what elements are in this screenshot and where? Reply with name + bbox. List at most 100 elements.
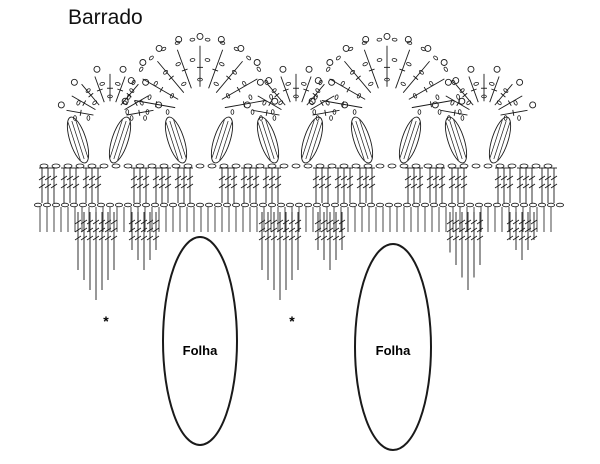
chain-stitch (340, 203, 347, 207)
chain-stitch (376, 203, 383, 207)
chain-stitch (340, 164, 348, 168)
chain-stitch (160, 203, 167, 207)
chain-stitch (88, 164, 96, 168)
chain-stitch (493, 203, 500, 207)
chain-stitch (151, 203, 158, 207)
petal-group (441, 115, 471, 166)
chain-stitch (64, 164, 72, 168)
leaf-label-left: Folha (183, 343, 218, 358)
chain-stitch (232, 203, 239, 207)
chain-stitch (232, 164, 240, 168)
chain-stitch (292, 164, 300, 168)
chain-stitch (136, 164, 144, 168)
chain-stitch (295, 203, 302, 207)
stitch-column (335, 168, 353, 203)
chain-stitch (268, 203, 275, 207)
marker-asterisk-right: * (289, 313, 295, 329)
fringe-group (507, 212, 537, 260)
chain-stitch (556, 203, 563, 207)
stitch-column (539, 168, 557, 203)
stitch-column (313, 168, 331, 203)
chain-stitch (169, 203, 176, 207)
chain-stitch (400, 164, 408, 168)
chain-stitch (88, 203, 95, 207)
chain-stitch (100, 164, 108, 168)
stitch-column (517, 168, 535, 203)
chain-stitch (466, 203, 473, 207)
chain-stitch (358, 203, 365, 207)
chain-stitch (142, 203, 149, 207)
stitch-column (219, 168, 237, 203)
chain-stitch (547, 203, 554, 207)
chain-stitch (196, 203, 203, 207)
chain-stitch (205, 203, 212, 207)
chain-stitch (184, 164, 192, 168)
chain-stitch (196, 164, 204, 168)
chain-stitch (43, 203, 50, 207)
chain-stitch (388, 164, 396, 168)
chain-stitch (304, 164, 312, 168)
petal-group (253, 115, 283, 166)
fringe-group (129, 212, 159, 270)
stitch-column (357, 168, 375, 203)
chain-stitch (448, 203, 455, 207)
chain-stitch (220, 164, 228, 168)
chain-stitch (187, 203, 194, 207)
chain-stitch (367, 203, 374, 207)
chain-stitch (214, 203, 221, 207)
chain-stitch (223, 203, 230, 207)
chain-stitch (208, 164, 216, 168)
chain-stitch (61, 203, 68, 207)
chain-stitch (115, 203, 122, 207)
stitch-column (175, 168, 193, 203)
chain-stitch (520, 203, 527, 207)
chain-stitch (430, 203, 437, 207)
chain-stitch (40, 164, 48, 168)
stitch-column (405, 168, 423, 203)
chain-stitch (172, 164, 180, 168)
stitch-column (131, 168, 149, 203)
chain-stitch (460, 164, 468, 168)
chain-stitch (106, 203, 113, 207)
chain-stitch (496, 164, 504, 168)
chain-stitch (403, 203, 410, 207)
chain-stitch (178, 203, 185, 207)
chain-stitch (520, 164, 528, 168)
stitch-column (263, 168, 281, 203)
chain-stitch (133, 203, 140, 207)
chain-stitch (436, 164, 444, 168)
chain-stitch (124, 203, 131, 207)
chain-stitch (421, 203, 428, 207)
chain-stitch (244, 164, 252, 168)
chain-stitch (394, 203, 401, 207)
chain-stitch (316, 164, 324, 168)
chain-stitch (280, 164, 288, 168)
chain-stitch (124, 164, 132, 168)
chain-stitch (457, 203, 464, 207)
stitch-column (495, 168, 513, 203)
chain-stitch (484, 203, 491, 207)
leaf-shape-left: Folha (163, 237, 237, 445)
chain-stitch (76, 164, 84, 168)
stitch-column (427, 168, 445, 203)
fringe-group (315, 212, 345, 270)
fan-motif (309, 33, 465, 114)
chain-stitch (385, 203, 392, 207)
stitch-column (449, 168, 467, 203)
chain-stitch (52, 203, 59, 207)
chain-stitch (502, 203, 509, 207)
petal-group (105, 115, 135, 166)
chain-stitch (286, 203, 293, 207)
chain-stitch (79, 203, 86, 207)
fringe-group (75, 212, 117, 300)
chain-stitch (472, 164, 480, 168)
chain-stitch (544, 164, 552, 168)
chain-stitch (424, 164, 432, 168)
chain-stitch (241, 203, 248, 207)
chain-stitch (331, 203, 338, 207)
chain-stitch (412, 203, 419, 207)
chain-stitch (532, 164, 540, 168)
chain-stitch (349, 203, 356, 207)
chain-stitch (475, 203, 482, 207)
petal-group (485, 115, 515, 166)
